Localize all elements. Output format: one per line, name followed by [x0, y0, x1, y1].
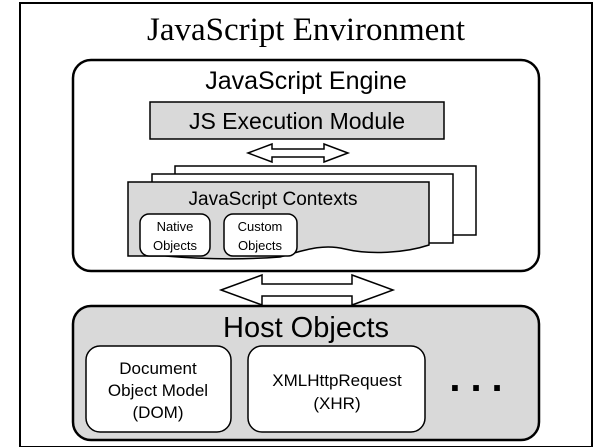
dom-box: [85, 345, 232, 433]
module-contexts-arrow: [245, 142, 351, 164]
xhr-label-line2: (XHR): [313, 394, 360, 413]
environment-title: JavaScript Environment: [147, 12, 465, 48]
dom-label-line1: Document: [119, 359, 197, 378]
native-objects-label-line1: Native: [157, 219, 194, 234]
native-objects-label-line2: Objects: [153, 238, 198, 253]
native-objects-box: [139, 213, 211, 257]
custom-objects-box: [223, 213, 298, 257]
dom-label-line3: (DOM): [133, 403, 184, 422]
execution-module-box: [149, 101, 445, 140]
engine-host-arrow: [218, 273, 396, 307]
custom-objects-label-line2: Objects: [238, 238, 283, 253]
engine-title: JavaScript Engine: [205, 67, 407, 95]
custom-objects-label-line1: Custom: [238, 219, 283, 234]
more-objects-ellipsis: ...: [449, 356, 512, 400]
xhr-label-line1: XMLHttpRequest: [272, 371, 402, 390]
contexts-title: JavaScript Contexts: [189, 189, 358, 210]
dom-label-line2: Object Model: [108, 381, 208, 400]
host-objects-title: Host Objects: [223, 312, 389, 344]
execution-module-label: JS Execution Module: [189, 108, 405, 134]
xhr-box: [247, 345, 426, 433]
